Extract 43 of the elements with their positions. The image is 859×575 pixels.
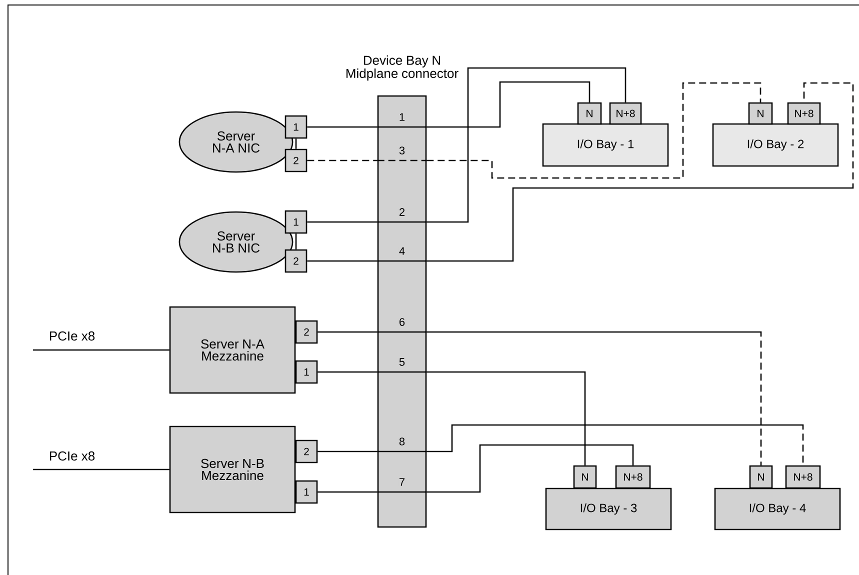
connector-line bbox=[307, 221, 378, 223]
signal-line bbox=[33, 468, 170, 470]
port-box: N bbox=[749, 465, 773, 489]
connector-line bbox=[426, 371, 586, 466]
connector-line bbox=[318, 450, 378, 452]
connector-line bbox=[426, 81, 590, 128]
io-bay-box: I/O Bay - 1 bbox=[542, 123, 669, 167]
port-box: N+8 bbox=[609, 102, 642, 125]
port-box: 2 bbox=[284, 148, 308, 172]
port-box: N+8 bbox=[785, 465, 821, 489]
port-box: N+8 bbox=[787, 102, 821, 125]
port-box: 1 bbox=[295, 360, 318, 384]
connector-line bbox=[426, 82, 854, 262]
connector-line bbox=[426, 82, 762, 179]
connector-line bbox=[295, 234, 297, 250]
connector-line bbox=[426, 67, 626, 223]
port-box: 1 bbox=[284, 210, 308, 234]
connector-line bbox=[307, 260, 378, 262]
connector-line bbox=[426, 444, 634, 493]
edge-label: PCIe x8 bbox=[48, 330, 96, 342]
connector-line bbox=[307, 126, 378, 128]
connector-line bbox=[318, 331, 378, 333]
port-box: N bbox=[748, 102, 773, 125]
port-box: N+8 bbox=[615, 465, 651, 489]
mezzanine-box: Server N-B Mezzanine bbox=[169, 426, 296, 514]
mezzanine-box: Server N-A Mezzanine bbox=[169, 306, 296, 394]
port-box: 2 bbox=[284, 249, 308, 273]
port-box: 1 bbox=[295, 480, 318, 504]
io-bay-box: I/O Bay - 2 bbox=[712, 123, 839, 167]
port-box: 2 bbox=[295, 320, 318, 344]
connector-line bbox=[426, 331, 762, 466]
connector-line bbox=[318, 491, 378, 493]
signal-line bbox=[33, 349, 170, 351]
connector-line bbox=[426, 424, 804, 466]
connector-line bbox=[318, 371, 378, 373]
port-box: N bbox=[577, 102, 602, 125]
edge-label: PCIe x8 bbox=[48, 450, 96, 462]
port-box: 1 bbox=[284, 115, 308, 139]
port-box: 2 bbox=[295, 440, 318, 464]
heading: Device Bay N Midplane connector bbox=[346, 55, 458, 81]
connector-line bbox=[295, 138, 297, 149]
port-box: N bbox=[573, 465, 597, 489]
connector-line bbox=[307, 160, 378, 162]
